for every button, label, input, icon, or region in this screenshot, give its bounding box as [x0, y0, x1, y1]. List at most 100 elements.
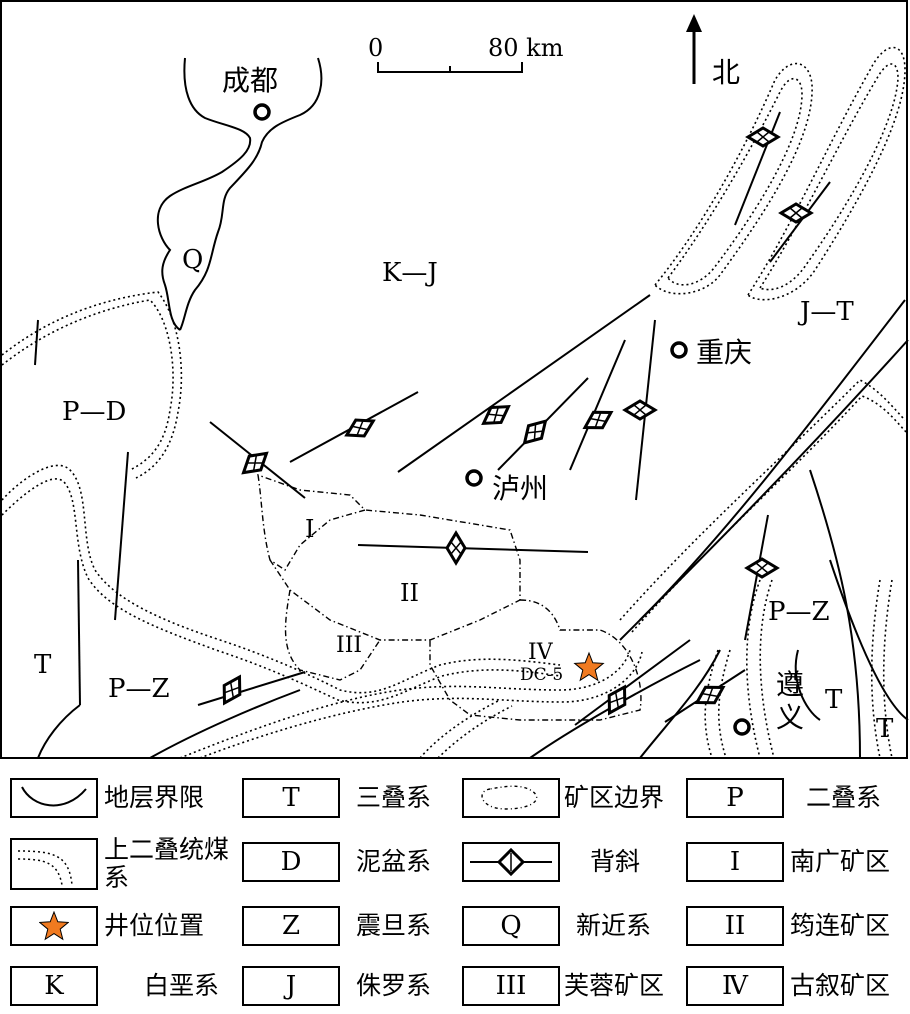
east-boundary-4 — [829, 559, 909, 721]
anticline-axis-9 — [769, 181, 831, 263]
unit-label-pd: P—D — [62, 397, 126, 427]
unit-label-t-right1: T — [825, 685, 843, 715]
anticline-axis-3 — [397, 294, 651, 473]
coal-outcrop-far-east — [870, 579, 881, 759]
legend-z-symbol: Z — [242, 906, 340, 946]
chengdu-label: 成都 — [222, 64, 278, 97]
mine-boundary-I — [257, 473, 367, 571]
west-fault-2 — [114, 451, 129, 621]
anticline-axis-10 — [744, 514, 769, 641]
legend-stratum-boundary-label: 地层界限 — [104, 783, 205, 812]
legend-anticline-label: 背斜 — [590, 847, 641, 876]
luzhou-marker — [465, 469, 483, 487]
unit-label-q: Q — [182, 245, 203, 275]
coal-series-icon — [17, 850, 73, 886]
coal-outcrop-south — [179, 649, 631, 759]
west-fault-1 — [34, 319, 39, 366]
legend-p-symbol: P — [686, 778, 784, 818]
coal-outcrop-zunyi-west-inner — [718, 649, 731, 759]
east-boundary-5 — [794, 649, 821, 721]
legend-q-name: 新近系 — [576, 911, 652, 940]
coal-outcrop-east-upper — [619, 379, 906, 621]
anticline-symbol-3 — [481, 404, 511, 426]
mine-label-ii: II — [400, 579, 419, 607]
legend-d-symbol: D — [242, 842, 340, 882]
unit-labels: Q K—J J—T P—D T P—Z P—Z T T — [34, 245, 894, 744]
anticline-axis-7 — [357, 544, 589, 553]
zunyi-marker — [733, 718, 751, 736]
stratum-boundaries — [34, 57, 909, 759]
southwest-boundary — [149, 689, 301, 759]
luzhou-label: 泸州 — [492, 472, 548, 505]
anticline-symbol-12 — [607, 684, 627, 716]
legend-iv-name: 古叙矿区 — [790, 971, 891, 1000]
legend-q-symbol: Q — [462, 906, 560, 946]
coal-outcrop-ne-loop2-inner — [758, 63, 899, 291]
mine-boundary-III — [284, 589, 381, 681]
anticline-axis-12 — [574, 639, 691, 726]
mine-boundary-icon — [481, 785, 538, 810]
coal-outcrop-southeast — [419, 699, 501, 759]
chengdu-basin-west-boundary — [156, 57, 252, 331]
cities: 成都 重庆 泸州 遵 义 — [222, 64, 804, 736]
unit-label-t-left: T — [34, 650, 52, 680]
anticline-symbol-7 — [445, 530, 467, 566]
anticline-symbol-10 — [744, 557, 780, 579]
legend-k-name: 白垩系 — [144, 971, 220, 1000]
coal-outcrop-southeast-inner — [437, 705, 513, 759]
anticline-axes — [197, 111, 831, 726]
unit-label-pz-right: P—Z — [768, 597, 830, 627]
legend-t-name: 三叠系 — [356, 783, 432, 812]
north-label: 北 — [712, 56, 740, 89]
legend-i-name: 南广矿区 — [790, 847, 891, 876]
legend-iii-name: 芙蓉矿区 — [564, 971, 665, 1000]
north-arrow: 北 — [686, 14, 740, 89]
scale-zero-label: 0 — [368, 34, 383, 62]
anticline-symbol-11 — [222, 674, 242, 706]
legend-well-position-label: 井位位置 — [104, 911, 205, 940]
anticline-axis-11 — [197, 671, 306, 706]
geological-map: 0 80 km 北 成都 重庆 泸州 遵 义 Q K—J J—T P—D T P… — [0, 0, 909, 759]
legend-stratum-boundary-swatch — [10, 778, 98, 818]
coal-outcrop-zunyi-east — [746, 579, 761, 759]
coal-outcrop-northwest — [1, 299, 174, 471]
coal-outcrop-west-loop-inner — [1, 478, 561, 704]
unit-label-pz-left: P—Z — [108, 674, 170, 704]
anticline-legend-icon — [470, 847, 552, 877]
chongqing-marker — [670, 341, 688, 359]
legend-anticline-swatch — [462, 842, 560, 882]
zunyi-label-bottom: 义 — [776, 701, 804, 734]
legend-coal-series-label: 上二叠统煤系 — [104, 835, 230, 892]
north-arrow-head — [686, 14, 702, 32]
mine-boundary-IV — [429, 599, 642, 721]
chongqing-label: 重庆 — [696, 336, 752, 369]
south-boundary-1 — [529, 659, 701, 759]
well-label: DC-5 — [520, 665, 563, 685]
scale-bar: 0 80 km — [368, 34, 564, 73]
west-fault-4 — [37, 704, 81, 759]
coal-outcrop-south-inner — [199, 651, 643, 759]
anticline-symbol-2 — [344, 418, 376, 438]
legend-iii-symbol: III — [462, 966, 560, 1006]
mine-area-boundaries — [257, 473, 642, 721]
mine-boundary-II — [269, 509, 521, 641]
anticline-symbol-9 — [778, 202, 814, 224]
stratum-boundary-icon — [21, 786, 87, 807]
legend-ii-symbol: II — [686, 906, 784, 946]
mine-label-i: I — [305, 515, 314, 543]
legend-well-position-swatch — [10, 906, 98, 946]
coal-series-outcrops — [1, 46, 909, 759]
legend-t-symbol: T — [242, 778, 340, 818]
zunyi-label-top: 遵 — [776, 668, 804, 701]
anticline-symbol-4 — [522, 419, 548, 445]
anticline-symbol-5 — [582, 410, 614, 430]
well-star-icon — [573, 651, 605, 682]
legend-p-name: 二叠系 — [806, 783, 882, 812]
unit-label-jt: J—T — [797, 297, 854, 327]
anticline-symbol-1 — [241, 451, 269, 475]
legend: 地层界限 上二叠统煤系 井位位置 K 白垩系 T 三叠系 D 泥盆系 Z 震旦系… — [0, 760, 910, 1014]
coal-outcrop-northwest-inner — [1, 291, 183, 479]
anticline-symbol-8 — [745, 126, 781, 148]
west-fault-3 — [77, 559, 81, 706]
legend-i-symbol: I — [686, 842, 784, 882]
